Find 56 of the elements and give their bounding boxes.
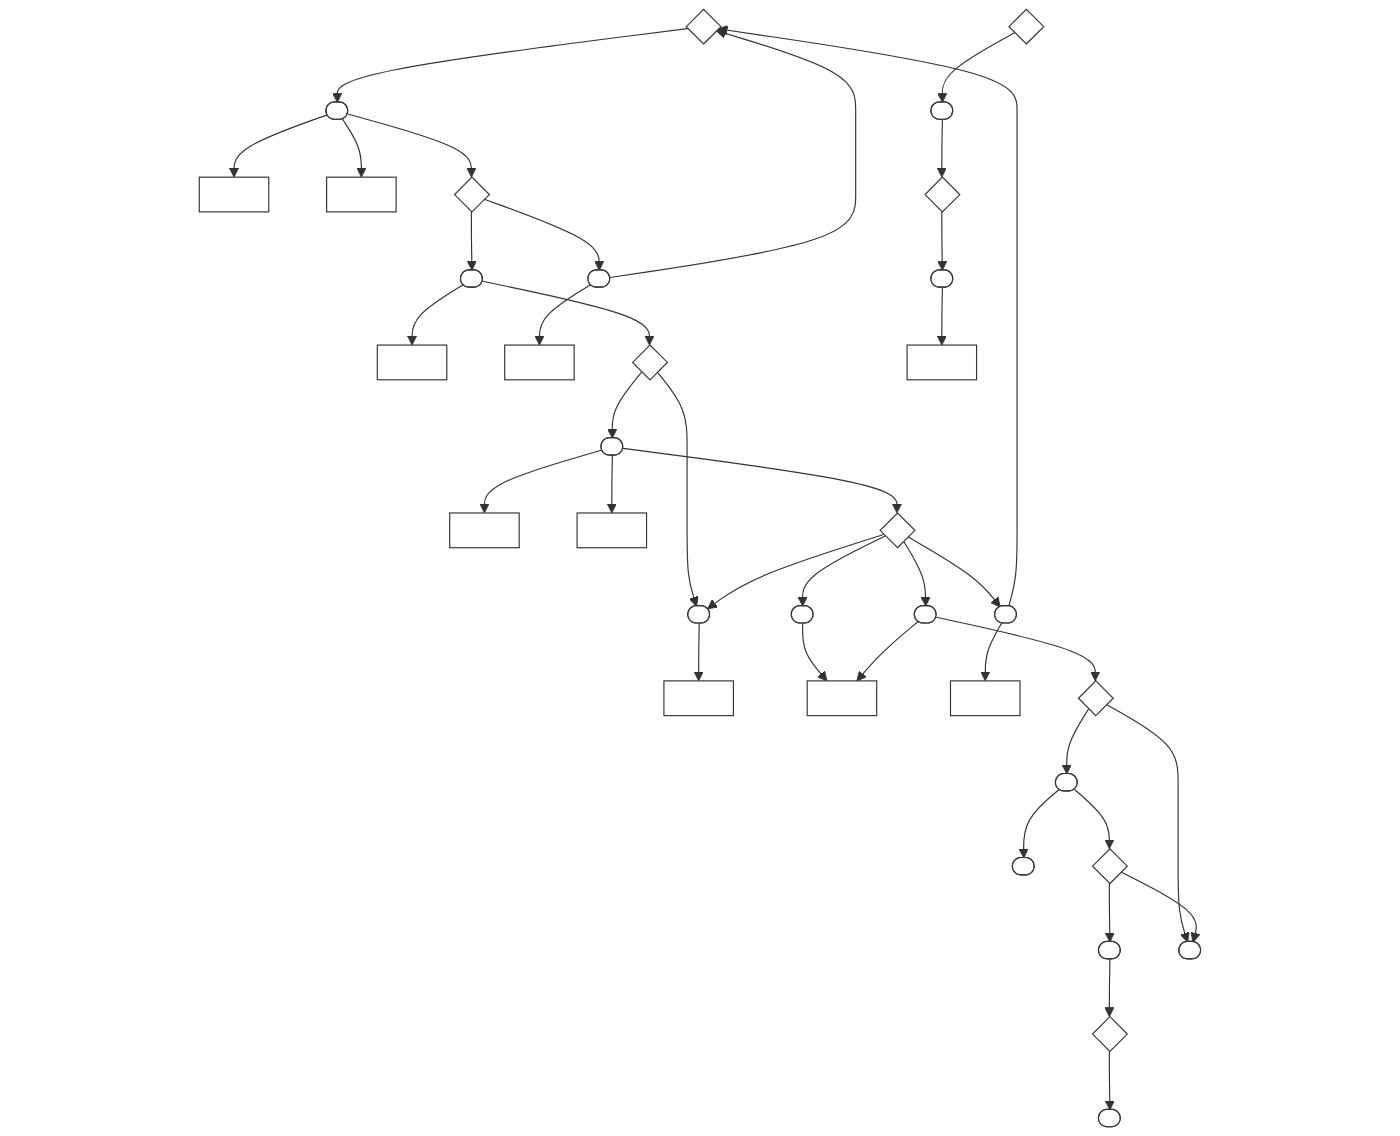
arrow <box>607 371 643 439</box>
arrow <box>479 449 603 514</box>
arrow <box>342 118 367 178</box>
node-box <box>906 344 978 381</box>
arrow <box>482 280 655 346</box>
arrow <box>797 535 886 607</box>
arrow <box>937 211 948 271</box>
node-box <box>663 680 735 717</box>
arrow <box>1104 1050 1115 1111</box>
arrow <box>622 447 903 514</box>
node-box <box>449 512 520 549</box>
arrow <box>1105 703 1190 943</box>
node-box <box>950 680 1021 717</box>
arrow <box>609 28 857 279</box>
arrow <box>1120 871 1201 943</box>
arrow <box>937 32 1016 103</box>
arrow <box>229 114 328 178</box>
arrow <box>332 28 689 103</box>
arrow <box>407 284 464 346</box>
arrow <box>1074 788 1115 850</box>
node-box <box>326 176 397 213</box>
arrow <box>1104 882 1115 943</box>
node-diamond <box>631 344 669 381</box>
arrow <box>347 113 477 178</box>
arrow <box>483 198 605 271</box>
node-diamond <box>1008 8 1045 45</box>
node-diamond <box>685 8 722 45</box>
arrow <box>903 540 931 607</box>
node-box <box>576 512 648 549</box>
node-diamond <box>924 176 961 213</box>
node-box <box>504 344 575 381</box>
arrow <box>1104 958 1115 1018</box>
arrow <box>936 287 947 346</box>
node-box <box>198 176 270 213</box>
arrow <box>935 616 1101 682</box>
arrow <box>936 119 947 178</box>
arrow <box>656 371 699 607</box>
arrow <box>693 623 704 682</box>
node-diamond <box>1091 847 1129 885</box>
node-box <box>376 344 448 381</box>
arrow <box>980 622 1003 682</box>
node-diamond <box>453 176 491 213</box>
arrow <box>606 455 617 514</box>
arrow <box>534 284 592 346</box>
node-box <box>806 680 878 717</box>
arrow <box>707 533 885 610</box>
arrow <box>466 211 477 271</box>
arrow <box>717 25 1018 607</box>
node-diamond <box>1077 680 1115 717</box>
arrow <box>1018 788 1060 859</box>
arrow <box>907 536 1001 608</box>
node-diamond <box>1091 1015 1129 1053</box>
arrow <box>856 621 919 682</box>
arrow <box>1061 708 1090 775</box>
node-diamond <box>879 512 916 549</box>
arrow <box>802 623 828 682</box>
